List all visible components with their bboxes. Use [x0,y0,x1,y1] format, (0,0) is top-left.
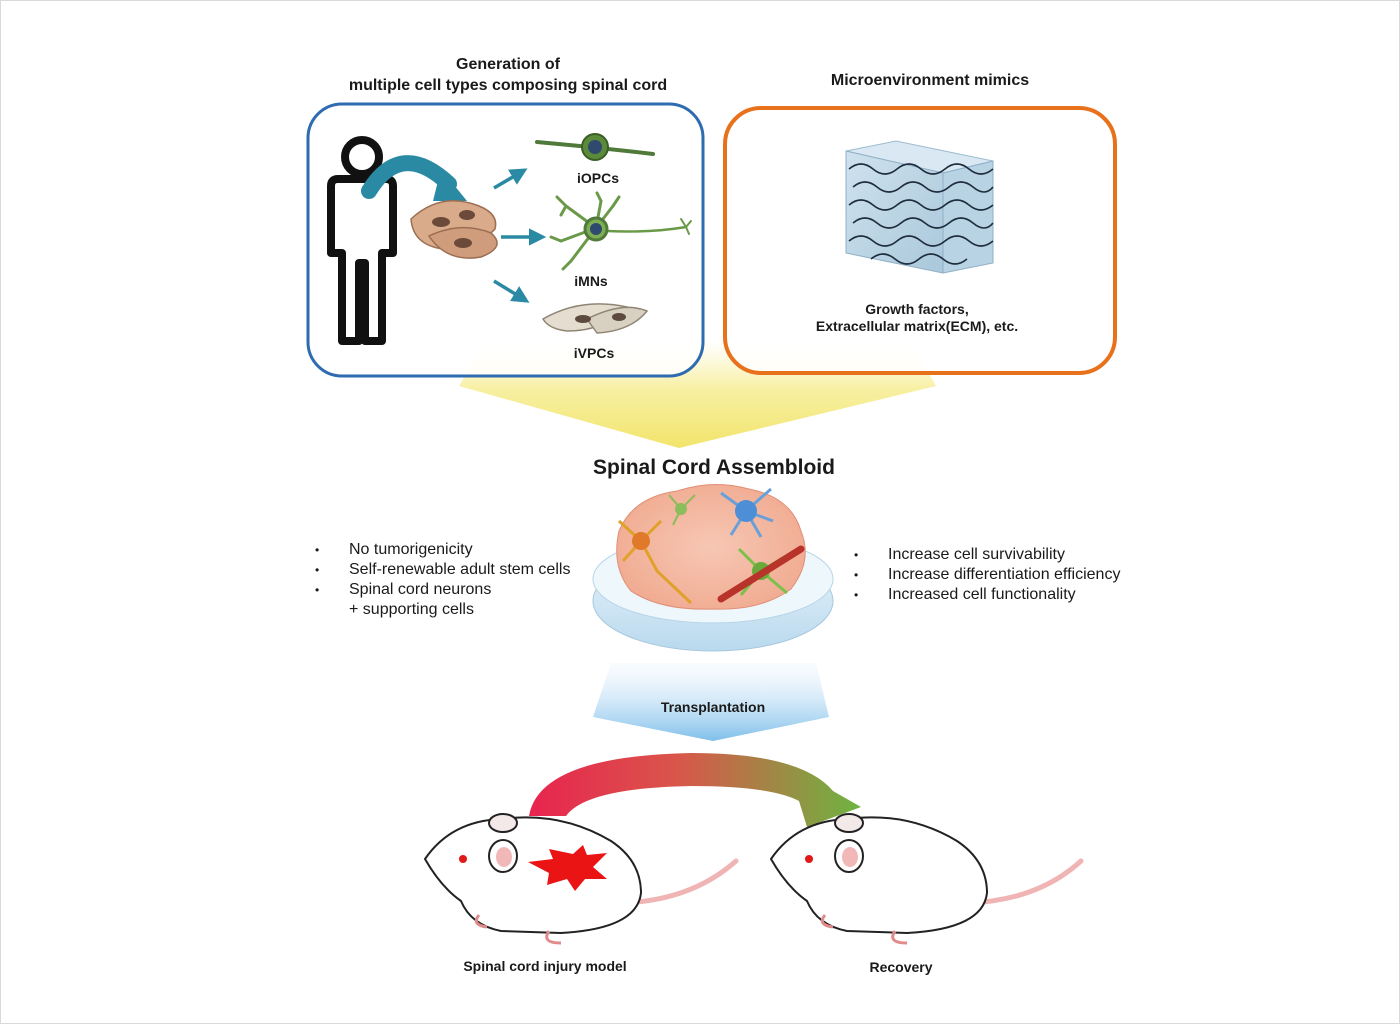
opc-label: iOPCs [576,170,620,186]
recovered-mouse-icon [770,813,1084,945]
recovery-curve-arrow [529,753,861,827]
benefit-item: Increase cell survivability [854,545,1120,565]
advantage-item: Spinal cord neurons [315,580,570,600]
advantage-item-continuation: + supporting cells [349,601,474,618]
benefit-item: Increase differentiation efficiency [854,565,1120,585]
injury-model-label: Spinal cord injury model [463,958,627,974]
opc-cell-icon [535,133,655,161]
microenvironment-benefits-list: Increase cell survivability Increase dif… [854,545,1120,605]
advantage-item: Self-renewable adult stem cells [315,560,570,580]
vpc-label: iVPCs [573,345,615,361]
growth-factors-label: Growth factors, [865,301,969,317]
ecm-label: Extracellular matrix(ECM), etc. [815,318,1019,334]
recovery-label: Recovery [869,959,933,975]
advantage-item: No tumorigenicity [315,540,570,560]
generation-title-line2: multiple cell types composing spinal cor… [348,77,668,94]
mn-cell-icon [549,191,692,271]
injured-mouse-icon [424,813,739,945]
ecm-cube-icon [845,140,994,274]
benefit-item: Increased cell functionality [854,585,1120,605]
microenvironment-title: Microenvironment mimics [830,72,1030,89]
assembloid-advantages-list: No tumorigenicity Self-renewable adult s… [315,540,570,620]
fibroblast-cells-icon [410,200,498,259]
mn-label: iMNs [574,273,608,289]
assembloid-title: Spinal Cord Assembloid [593,456,835,479]
generation-title-line1: Generation of [455,56,561,73]
transplantation-funnel-arrow [593,663,829,741]
reprogramming-arrow [361,155,457,199]
transplantation-label: Transplantation [660,699,766,715]
assembloid-dish-icon [592,483,834,652]
vpc-cells-icon [541,303,649,334]
